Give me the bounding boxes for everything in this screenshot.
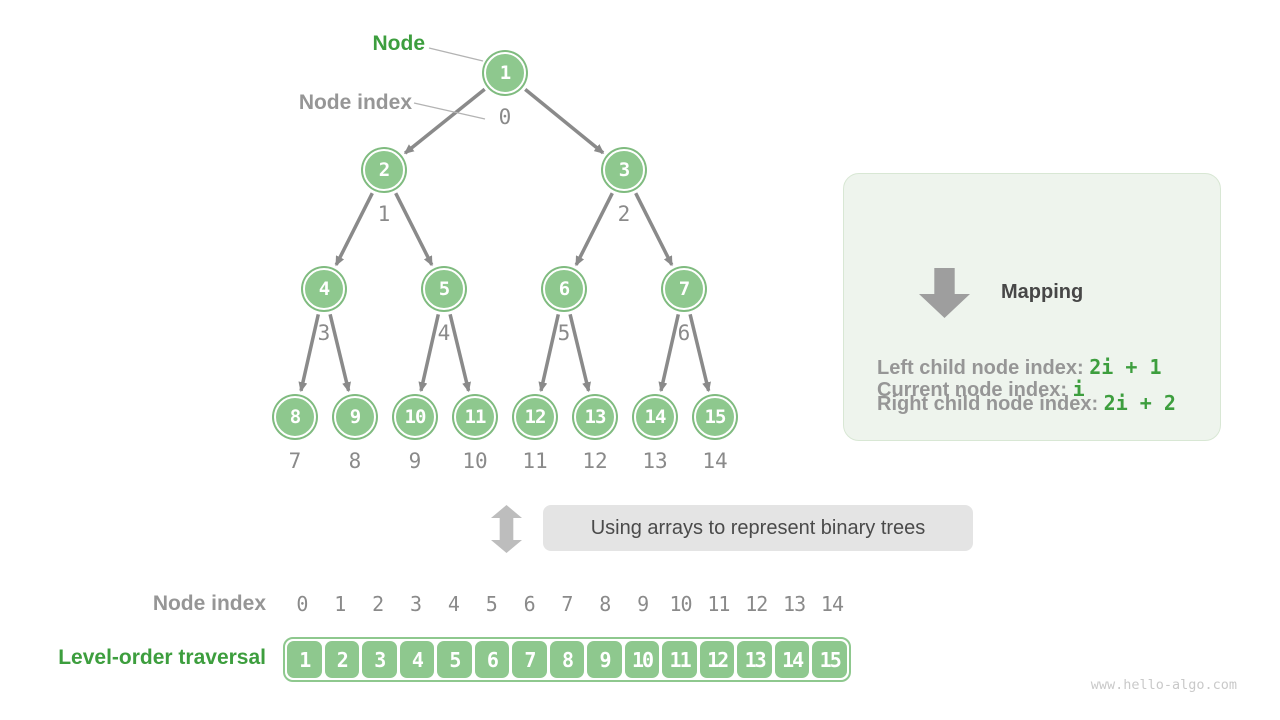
tree-node-index: 14 [702, 449, 728, 473]
tree-edge [298, 314, 321, 393]
array-cell: 2 [324, 641, 360, 678]
tree-node: 11 [454, 396, 496, 438]
array-cell: 12 [699, 641, 735, 678]
tree-node-index: 4 [437, 321, 451, 345]
node-index-callout-label: Node index [298, 91, 412, 114]
tree-edge [524, 88, 605, 155]
node-index-leader-line [413, 102, 486, 120]
tree-edge [568, 313, 591, 393]
tree-node-index: 2 [617, 202, 631, 226]
tree-node: 9 [334, 396, 376, 438]
array-index-row: 0 1 2 3 4 5 6 7 8 9 10 11 12 13 14 [283, 592, 851, 616]
array-cell: 5 [437, 641, 472, 678]
array-cell: 9 [587, 641, 622, 678]
array-cell: 4 [399, 641, 435, 678]
tree-edge [403, 87, 486, 155]
tree-node-index: 0 [498, 105, 512, 129]
array-cell: 3 [362, 641, 397, 678]
tree-edge [538, 314, 561, 393]
array-cell: 10 [624, 641, 660, 678]
tree-edge [688, 313, 711, 393]
array-cell: 6 [474, 641, 510, 678]
tree-node: 2 [363, 149, 405, 191]
tree-node: 1 [484, 52, 526, 94]
array-index: 14 [820, 592, 844, 616]
tree-node-index: 9 [408, 449, 422, 473]
tree-node: 15 [694, 396, 736, 438]
tree-edge [328, 313, 351, 393]
array-index: 3 [409, 592, 422, 616]
array-index: 5 [485, 592, 498, 616]
tree-node-index: 8 [348, 449, 362, 473]
right-child-formula: 2i + 2 [1103, 391, 1176, 415]
tree-edge [418, 314, 441, 393]
array-index: 8 [599, 592, 611, 616]
array-index: 12 [745, 592, 768, 616]
left-child-formula: 2i + 1 [1089, 355, 1162, 379]
array-index: 10 [669, 592, 692, 616]
current-node-index-label: Current node index: [877, 379, 1068, 401]
tree-node: 3 [603, 149, 645, 191]
array-cell: 8 [549, 641, 585, 678]
array-index-label: Node index [152, 592, 266, 615]
tree-edge [658, 314, 681, 393]
array-cell: 13 [737, 641, 772, 678]
right-child-line: Right child node index: 2i + 2 [877, 391, 1176, 416]
current-node-index-value: i [1072, 377, 1085, 401]
array-cell: 11 [662, 641, 697, 678]
array-index: 13 [783, 592, 806, 616]
array-index: 6 [523, 592, 536, 616]
tree-edge [394, 192, 434, 267]
array-cell: 14 [774, 641, 810, 678]
array-index: 9 [637, 592, 649, 616]
node-label-leader-line [428, 47, 484, 62]
array-index: 4 [447, 592, 460, 616]
array-index: 11 [707, 592, 730, 616]
mapping-label: Mapping [1001, 281, 1084, 303]
tree-node: 6 [543, 268, 585, 310]
array-index: 1 [334, 592, 346, 616]
tree-node-index: 12 [582, 449, 608, 473]
level-order-array: 1 2 3 4 5 6 7 8 9 10 11 12 13 14 15 [283, 637, 851, 682]
tree-node-index: 7 [288, 449, 302, 473]
tree-node-index: 13 [642, 449, 668, 473]
watermark: www.hello-algo.com [1090, 677, 1237, 693]
right-child-label: Right child node index: [877, 393, 1099, 415]
tree-node: 7 [663, 268, 705, 310]
tree-edge [574, 192, 614, 267]
tree-node-index: 6 [677, 321, 691, 345]
left-child-label: Left child node index: [877, 357, 1084, 379]
array-cell: 1 [287, 641, 322, 678]
tree-node-index: 3 [317, 321, 331, 345]
current-node-index-line: Current node index: i [877, 377, 1085, 402]
tree-node-index: 10 [462, 449, 488, 473]
tree-node-index: 1 [377, 202, 391, 226]
tree-node-index: 11 [522, 449, 548, 473]
array-index: 7 [561, 592, 573, 616]
tree-edge [448, 313, 471, 393]
tree-node: 5 [423, 268, 465, 310]
node-callout-label: Node [372, 32, 426, 55]
tree-node: 8 [274, 396, 316, 438]
array-index: 0 [296, 592, 308, 616]
left-child-line: Left child node index: 2i + 1 [877, 355, 1161, 380]
mapping-panel: Current node index: i Mapping Left child… [843, 173, 1221, 441]
level-order-traversal-label: Level-order traversal [58, 646, 266, 669]
tree-node: 14 [634, 396, 676, 438]
array-cell: 7 [512, 641, 547, 678]
tree-edge [334, 192, 374, 267]
tree-node: 13 [574, 396, 616, 438]
arrow-down-icon [919, 268, 970, 318]
array-cell: 15 [812, 641, 847, 678]
tree-node: 10 [394, 396, 436, 438]
array-index: 2 [372, 592, 384, 616]
tree-node: 4 [303, 268, 345, 310]
tree-edge [634, 192, 674, 267]
tree-node-index: 5 [557, 321, 571, 345]
tree-node: 12 [514, 396, 556, 438]
bridge-caption: Using arrays to represent binary trees [543, 505, 973, 551]
